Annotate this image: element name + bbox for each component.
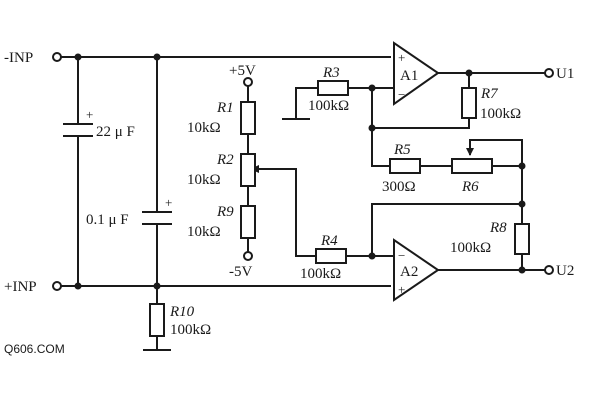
c1-value: 22 μ F bbox=[96, 124, 135, 140]
resistor-r9 bbox=[240, 205, 256, 239]
resistor-r4 bbox=[315, 248, 347, 264]
u2-label: U2 bbox=[556, 263, 574, 279]
capacitor-0-1uf bbox=[142, 211, 172, 225]
a1-name: A1 bbox=[400, 68, 418, 84]
resistor-r7 bbox=[461, 87, 477, 119]
r4-name: R4 bbox=[320, 233, 338, 249]
resistor-r8 bbox=[514, 223, 530, 255]
inp-neg-label: -INP bbox=[4, 50, 33, 66]
u2-terminal bbox=[544, 265, 554, 275]
a2-name: A2 bbox=[400, 264, 418, 280]
inp-pos-label: +INP bbox=[4, 279, 37, 295]
a2-minus: − bbox=[398, 248, 405, 263]
r3-value: 100kΩ bbox=[308, 98, 349, 114]
inp-neg-terminal bbox=[52, 52, 62, 62]
c2-polarity: + bbox=[165, 195, 172, 210]
plus5v-terminal bbox=[243, 77, 253, 87]
r5-name: R5 bbox=[393, 142, 411, 158]
r7-value: 100kΩ bbox=[480, 106, 521, 122]
capacitor-22uf bbox=[63, 123, 93, 137]
resistor-r3 bbox=[317, 80, 349, 96]
watermark-text: Q606.COM bbox=[4, 342, 65, 356]
r2-value: 10kΩ bbox=[187, 172, 221, 188]
junction-dots bbox=[74, 53, 526, 290]
r2-name: R2 bbox=[216, 152, 234, 168]
r6-name: R6 bbox=[461, 179, 479, 195]
r1-value: 10kΩ bbox=[187, 120, 221, 136]
resistor-r6 bbox=[451, 158, 493, 174]
resistor-r5 bbox=[389, 158, 421, 174]
resistor-r1 bbox=[240, 101, 256, 135]
r10-name: R10 bbox=[169, 304, 195, 320]
r9-name: R9 bbox=[216, 204, 234, 220]
r6-wiper-arrow bbox=[466, 148, 474, 156]
c1-polarity: + bbox=[86, 107, 93, 122]
r4-value: 100kΩ bbox=[300, 266, 341, 282]
u1-label: U1 bbox=[556, 66, 574, 82]
r3-name: R3 bbox=[322, 65, 340, 81]
c2-value: 0.1 μ F bbox=[86, 212, 129, 228]
r10-value: 100kΩ bbox=[170, 322, 211, 338]
a2-plus: + bbox=[398, 282, 405, 297]
u1-terminal bbox=[544, 68, 554, 78]
r7-name: R7 bbox=[480, 86, 499, 102]
r8-value: 100kΩ bbox=[450, 240, 491, 256]
wires bbox=[59, 56, 546, 351]
resistor-r10 bbox=[149, 303, 165, 337]
minus5v-terminal bbox=[243, 251, 253, 261]
plus5v-label: +5V bbox=[229, 63, 256, 79]
a1-plus: + bbox=[398, 50, 405, 65]
r8-name: R8 bbox=[489, 220, 507, 236]
inp-pos-terminal bbox=[52, 281, 62, 291]
resistor-r2 bbox=[240, 153, 256, 187]
r1-name: R1 bbox=[216, 100, 234, 116]
r5-value: 300Ω bbox=[382, 179, 416, 195]
r9-value: 10kΩ bbox=[187, 224, 221, 240]
minus5v-label: -5V bbox=[229, 264, 252, 280]
a1-minus: − bbox=[398, 87, 405, 102]
opamp-a2 bbox=[393, 238, 440, 302]
opamp-a1 bbox=[393, 41, 440, 106]
